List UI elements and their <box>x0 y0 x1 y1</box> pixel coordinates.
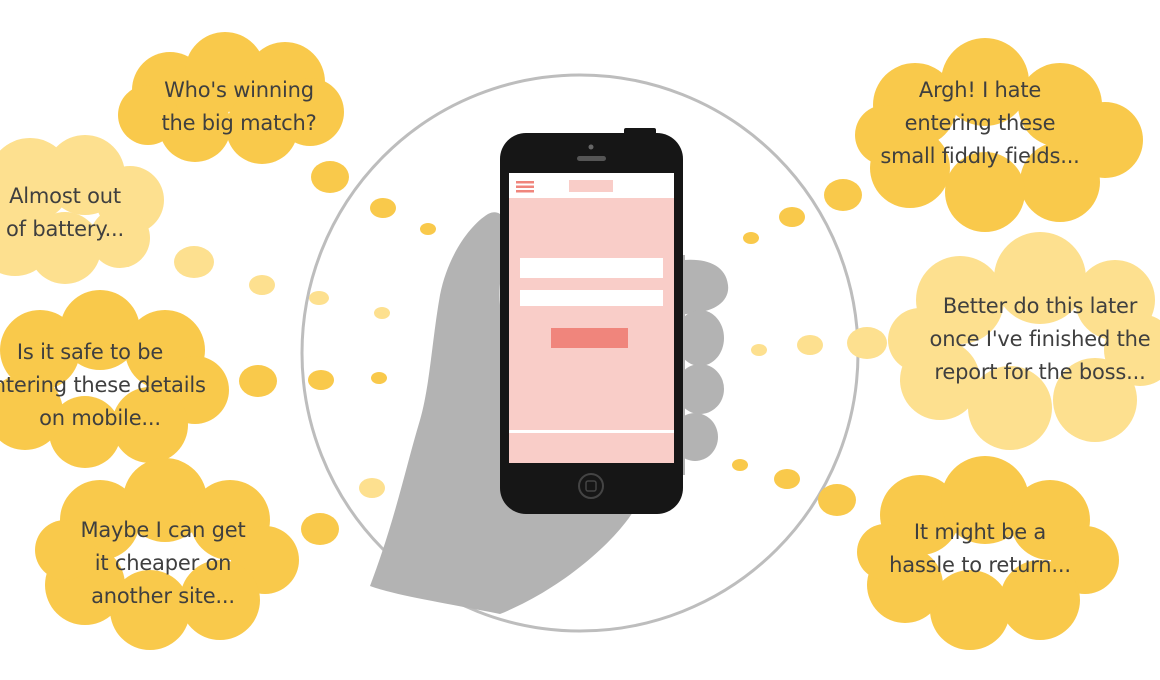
thought-cheaper: Maybe I can get it cheaper on another si… <box>58 514 268 613</box>
thought-line: Maybe I can get <box>80 518 246 542</box>
thought-return: It might be a hassle to return... <box>870 516 1090 582</box>
footer-divider <box>509 430 674 433</box>
thought-line: Is it safe to be <box>16 340 164 364</box>
thought-line: It might be a <box>913 520 1047 544</box>
thought-line: Better do this later <box>942 294 1138 318</box>
thought-line: entering these details <box>0 373 206 397</box>
cloud-fields <box>855 38 1143 232</box>
thought-winning: Who's winning the big match? <box>129 74 349 140</box>
cloud-return <box>857 456 1119 650</box>
home-button-icon[interactable] <box>578 473 604 499</box>
thought-line: once I've finished the <box>929 327 1151 351</box>
thought-safe: Is it safe to be entering these details … <box>0 336 206 435</box>
cloud-safe <box>0 290 229 468</box>
thought-fields: Argh! I hate entering these small fiddly… <box>860 74 1100 173</box>
thought-battery: Almost out of battery... <box>0 180 140 246</box>
thought-dots-light <box>174 246 887 359</box>
thought-line: report for the boss... <box>934 360 1146 384</box>
submit-button[interactable] <box>551 328 628 348</box>
thought-line: another site... <box>91 584 235 608</box>
thought-line: Almost out <box>9 184 121 208</box>
thought-line: small fiddly fields... <box>880 144 1080 168</box>
text-field-1[interactable] <box>520 258 663 278</box>
thought-dots <box>239 161 862 516</box>
menu-icon <box>516 181 534 193</box>
thought-later: Better do this later once I've finished … <box>920 290 1160 389</box>
cloud-later <box>888 232 1160 450</box>
thought-line: the big match? <box>161 111 317 135</box>
thought-line: hassle to return... <box>889 553 1071 577</box>
cloud-cheaper <box>35 458 299 650</box>
thought-line: Who's winning <box>164 78 314 102</box>
thought-line: Argh! I hate <box>918 78 1042 102</box>
thought-line: it cheaper on <box>94 551 232 575</box>
cloud-winning <box>118 32 344 164</box>
thought-line: of battery... <box>6 217 124 241</box>
phone-screen <box>509 173 674 463</box>
thought-dots-cheaper <box>301 478 385 545</box>
text-field-2[interactable] <box>520 290 663 306</box>
thought-line: on mobile... <box>39 406 161 430</box>
cloud-battery <box>0 135 164 284</box>
phone <box>500 128 683 514</box>
thought-line: entering these <box>904 111 1056 135</box>
logo-placeholder <box>569 180 613 192</box>
